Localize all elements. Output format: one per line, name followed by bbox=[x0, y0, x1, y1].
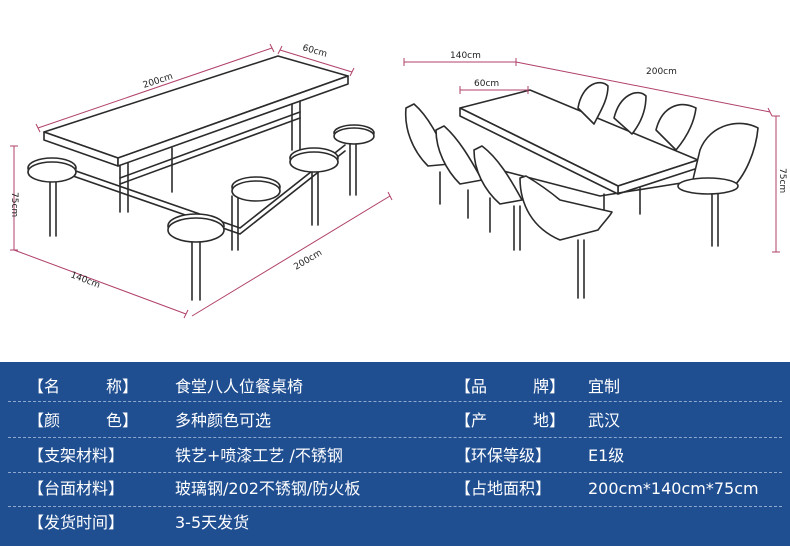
spec-row: 【支架材料】 铁艺+喷漆工艺 /不锈钢 【环保等级】 E1级 bbox=[0, 441, 790, 471]
spec-value-shipping-time: 3-5天发货 bbox=[175, 513, 250, 532]
dim-right-side: 140cm bbox=[450, 51, 481, 61]
spec-row: 【发货时间】 3-5天发货 bbox=[0, 508, 790, 538]
row-divider bbox=[8, 472, 782, 473]
spec-label-brand: 【品牌】 bbox=[455, 377, 565, 396]
spec-table: 【名称】 食堂八人位餐桌椅 【品牌】 宜制 【颜色】 多种颜色可选 【产地】 武… bbox=[0, 362, 790, 546]
spec-row: 【名称】 食堂八人位餐桌椅 【品牌】 宜制 bbox=[0, 372, 790, 402]
spec-label-color: 【颜色】 bbox=[28, 411, 138, 430]
dim-left-length: 200cm bbox=[142, 72, 174, 91]
dim-left-side: 140cm bbox=[69, 270, 101, 290]
spec-label-name: 【名称】 bbox=[28, 377, 138, 396]
spec-label-footprint: 【占地面积】 bbox=[455, 479, 552, 498]
spec-value-color: 多种颜色可选 bbox=[175, 411, 272, 430]
spec-value-footprint: 200cm*140cm*75cm bbox=[588, 479, 759, 498]
dim-right-width: 60cm bbox=[474, 79, 499, 89]
dim-right-length: 200cm bbox=[646, 67, 677, 77]
spec-value-frame-material: 铁艺+喷漆工艺 /不锈钢 bbox=[175, 446, 343, 465]
product-line-drawing: 200cm 60cm 75cm 140cm 200cm 140cm 60cm 2… bbox=[9, 43, 787, 319]
spec-value-top-material: 玻璃钢/202不锈钢/防火板 bbox=[175, 479, 361, 498]
spec-label-eco-grade: 【环保等级】 bbox=[455, 446, 552, 465]
dim-left-height: 75cm bbox=[9, 192, 19, 217]
left-view-drawing bbox=[27, 55, 375, 301]
spec-value-name: 食堂八人位餐桌椅 bbox=[175, 377, 304, 396]
right-view-drawing bbox=[404, 81, 759, 299]
spec-label-shipping-time: 【发货时间】 bbox=[28, 513, 125, 532]
spec-label-top-material: 【台面材料】 bbox=[28, 479, 125, 498]
table-set-illustration: 200cm 60cm 75cm 140cm 200cm 140cm 60cm 2… bbox=[9, 43, 787, 319]
dim-right-height: 75cm bbox=[777, 168, 787, 193]
spec-label-frame-material: 【支架材料】 bbox=[28, 446, 125, 465]
spec-label-origin: 【产地】 bbox=[455, 411, 565, 430]
row-divider bbox=[8, 506, 782, 507]
spec-value-eco-grade: E1级 bbox=[588, 446, 625, 465]
spec-value-brand: 宜制 bbox=[588, 377, 621, 396]
row-divider bbox=[8, 401, 782, 402]
spec-row: 【颜色】 多种颜色可选 【产地】 武汉 bbox=[0, 406, 790, 436]
spec-row: 【台面材料】 玻璃钢/202不锈钢/防火板 【占地面积】 200cm*140cm… bbox=[0, 474, 790, 504]
spec-value-origin: 武汉 bbox=[588, 411, 621, 430]
row-divider bbox=[8, 437, 782, 438]
